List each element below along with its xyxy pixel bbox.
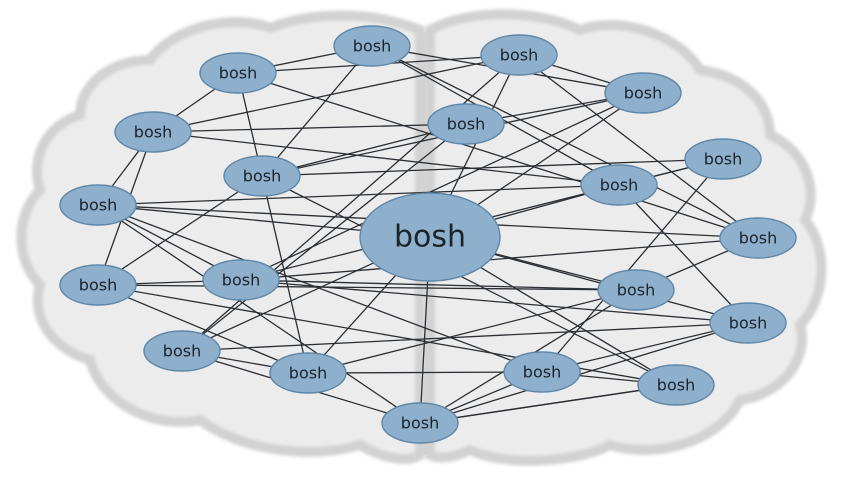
node-label: bosh <box>500 46 538 65</box>
edge-n2-n7 <box>261 45 373 177</box>
node-label: bosh <box>134 123 172 142</box>
edge-n2-n11 <box>371 45 759 239</box>
edge-n17-n18 <box>307 371 543 374</box>
brain-right-hemisphere <box>425 9 827 466</box>
edge-n4-n5 <box>152 123 467 133</box>
node-n11: bosh <box>719 217 797 259</box>
node-n17: bosh <box>269 352 347 394</box>
node-n16: bosh <box>143 330 221 372</box>
node-n2: bosh <box>333 25 411 67</box>
edge-n9-n10 <box>97 184 620 206</box>
node-circle <box>199 52 277 94</box>
node-n12: bosh <box>202 259 280 301</box>
edge-n13-n17 <box>97 284 309 374</box>
node-label: bosh <box>243 167 281 186</box>
node-n1: bosh <box>199 52 277 94</box>
node-c: bosh <box>359 192 501 282</box>
node-label: bosh <box>79 276 117 295</box>
node-circle <box>114 111 192 153</box>
node-n14: bosh <box>597 269 675 311</box>
node-label: bosh <box>617 281 655 300</box>
node-label: bosh <box>739 229 777 248</box>
node-n6: bosh <box>604 72 682 114</box>
node-label: bosh <box>219 64 257 83</box>
node-n15: bosh <box>709 302 787 344</box>
node-label: bosh <box>163 342 201 361</box>
node-n4: bosh <box>114 111 192 153</box>
edge-n12-n14 <box>240 279 637 291</box>
edge-n14-n17 <box>307 289 637 374</box>
node-label: bosh <box>353 37 391 56</box>
node-circle <box>359 192 501 282</box>
node-circle <box>684 138 762 180</box>
node-label: bosh <box>447 115 485 134</box>
node-circle <box>427 103 505 145</box>
edge-n10-n18 <box>97 204 543 373</box>
node-circle <box>269 352 347 394</box>
node-label: bosh <box>222 271 260 290</box>
node-circle <box>604 72 682 114</box>
node-circle <box>223 155 301 197</box>
node-circle <box>719 217 797 259</box>
node-n13: bosh <box>59 264 137 306</box>
node-n19: bosh <box>637 364 715 406</box>
edge-n3-n4 <box>152 54 520 133</box>
node-circle <box>480 34 558 76</box>
node-circle <box>59 184 137 226</box>
node-circle <box>59 264 137 306</box>
node-n3: bosh <box>480 34 558 76</box>
edge-n11-n12 <box>240 237 759 281</box>
node-n18: bosh <box>503 351 581 393</box>
node-circle <box>709 302 787 344</box>
node-n20: bosh <box>381 402 459 444</box>
edge-n1-n17 <box>237 72 309 374</box>
node-label: bosh <box>289 364 327 383</box>
edge-n6-n12 <box>240 92 644 281</box>
node-label: bosh <box>394 220 466 255</box>
node-n7: bosh <box>223 155 301 197</box>
nodes: bosh bosh bosh bosh bosh bosh bosh bosh bosh bosh… <box>59 25 797 444</box>
node-n9: bosh <box>580 164 658 206</box>
node-label: bosh <box>704 150 742 169</box>
edge-n10-n20 <box>97 204 421 424</box>
edge-n7-n19 <box>261 175 677 386</box>
node-n10: bosh <box>59 184 137 226</box>
edge-n7-n8 <box>261 158 724 177</box>
node-circle <box>503 351 581 393</box>
node-label: bosh <box>600 176 638 195</box>
node-label: bosh <box>523 363 561 382</box>
edge-n1-n11 <box>237 72 759 239</box>
node-label: bosh <box>729 314 767 333</box>
edge-n8-n18 <box>541 158 724 373</box>
node-circle <box>202 259 280 301</box>
node-circle <box>333 25 411 67</box>
node-circle <box>143 330 221 372</box>
node-label: bosh <box>401 414 439 433</box>
node-label: bosh <box>624 84 662 103</box>
edge-n13-n14 <box>97 284 637 291</box>
node-circle <box>597 269 675 311</box>
edge-n15-n20 <box>419 322 749 424</box>
node-label: bosh <box>79 196 117 215</box>
node-circle <box>381 402 459 444</box>
node-circle <box>637 364 715 406</box>
edge-n5-n16 <box>181 123 467 352</box>
edge-n15-n16 <box>181 322 749 352</box>
edge-n3-n11 <box>518 54 759 239</box>
node-n8: bosh <box>684 138 762 180</box>
edge-n7-n13 <box>97 175 263 286</box>
edge-n4-n9 <box>152 131 620 186</box>
node-n5: bosh <box>427 103 505 145</box>
node-label: bosh <box>657 376 695 395</box>
edge-n19-n20 <box>419 384 677 424</box>
edge-n9-n15 <box>618 184 749 324</box>
node-circle <box>580 164 658 206</box>
